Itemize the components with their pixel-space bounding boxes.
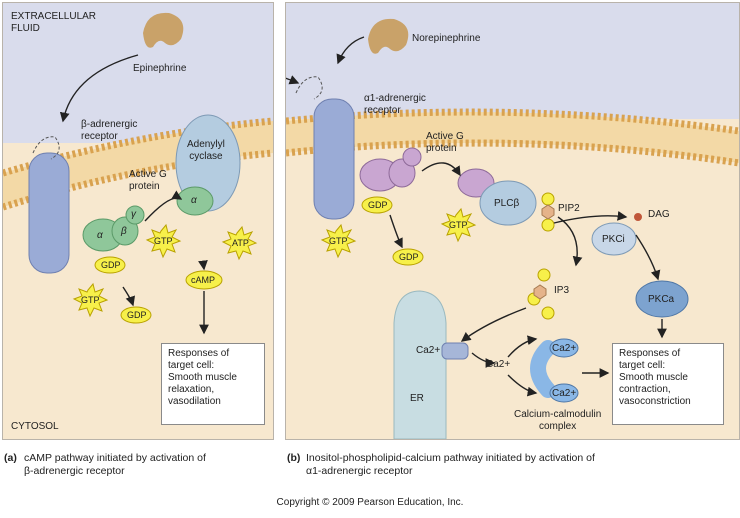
arrow-galpha-to-cyclase: [144, 190, 183, 222]
gtp-label-b1: GTP: [329, 236, 348, 246]
gdp-label-a1: GDP: [101, 260, 121, 270]
ca-label-2: Ca2+: [486, 359, 511, 370]
copyright: Copyright © 2009 Pearson Education, Inc.: [276, 497, 464, 508]
dag-label: DAG: [648, 209, 670, 220]
er-shape: [393, 290, 447, 439]
beta-receptor-shape: [28, 152, 70, 274]
pkci-label: PKCi: [602, 234, 625, 245]
caption-b: Inositol-phospholipid-calcium pathway in…: [306, 452, 595, 477]
gtp-label-a1: GTP: [81, 295, 100, 305]
g-gamma-b: [402, 147, 422, 167]
gtp-star-a1: [72, 282, 109, 318]
ca-label-4: Ca2+: [552, 388, 577, 399]
gamma-label-a: γ: [131, 209, 136, 220]
panel-b: Norepinephrine α1-adrenergic receptor Ac…: [285, 2, 740, 440]
response-box-a: Responses of target cell: Smooth muscle …: [161, 343, 265, 425]
alpha1-receptor-label: α1-adrenergic receptor: [364, 93, 426, 116]
ip3-label: IP3: [554, 285, 570, 296]
pkci-shape: [591, 222, 637, 256]
g-gamma-a: [125, 205, 145, 225]
norepinephrine-ligand: [368, 18, 409, 54]
active-g-protein-label-b: Active G protein: [426, 131, 464, 154]
alpha-active-label-a: α: [191, 195, 197, 206]
calmodulin-shape: [530, 340, 556, 398]
plc-label: PLCβ: [494, 198, 520, 209]
g-beta-b: [388, 158, 416, 188]
plc-shape: [479, 180, 537, 226]
panel-a-art: [3, 3, 273, 335]
gdp-oval-a1: [94, 256, 126, 274]
gdp-oval-b2: [392, 248, 424, 266]
gtp-star-a2: [145, 223, 182, 259]
gdp-oval-a2: [120, 306, 152, 324]
arrow-to-camp: [198, 260, 208, 271]
binding-site-outline: [32, 136, 60, 160]
atp-label: ATP: [232, 238, 249, 248]
cytosol-label: CYTOSOL: [11, 421, 59, 432]
gdp-label-a2: GDP: [127, 310, 147, 320]
norepinephrine-label: Norepinephrine: [412, 33, 481, 44]
gdp-oval-b1: [361, 196, 393, 214]
gtp-star-b2: [440, 207, 477, 243]
epinephrine-label: Epinephrine: [133, 63, 187, 74]
response-box-b: Responses of target cell: Smooth muscle …: [612, 343, 724, 425]
adenylyl-cyclase-label: Adenylyl cyclase: [187, 139, 225, 162]
gtp-label-b2: GTP: [449, 220, 468, 230]
pkca-label: PKCa: [648, 294, 675, 305]
calmodulin-label: Calcium-calmodulin complex: [514, 409, 602, 432]
caption-b-letter: (b): [287, 452, 301, 464]
alpha1-receptor-shape: [313, 98, 355, 220]
extracellular-region-a: [3, 3, 273, 143]
gdp-label-b1: GDP: [368, 200, 388, 210]
active-g-protein-label-a: Active G protein: [129, 169, 167, 192]
ca-channel: [441, 342, 469, 360]
epinephrine-ligand: [143, 12, 184, 48]
pip2-label: PIP2: [558, 203, 580, 214]
g-alpha-active-a: [176, 186, 214, 216]
er-label: ER: [410, 393, 424, 404]
caption-a: cAMP pathway initiated by activation of …: [24, 452, 206, 477]
membrane-b: [286, 112, 739, 163]
gdp-label-b2: GDP: [399, 252, 419, 262]
beta-receptor-label: β-adrenergic receptor: [81, 119, 138, 142]
extracellular-label: EXTRACELLULAR FLUID: [11, 11, 97, 34]
gtp-label-a2: GTP: [154, 236, 173, 246]
ca-label-3: Ca2+: [552, 343, 577, 354]
camp-label: cAMP: [191, 275, 216, 285]
gtp-star-b1: [320, 223, 357, 259]
arrow-gdp-release: [122, 286, 135, 307]
arrow-epi-to-receptor: [59, 54, 139, 123]
pkca-shape: [635, 280, 689, 318]
camp-oval: [185, 270, 223, 290]
atp-star: [221, 225, 258, 261]
panel-a: EXTRACELLULAR FLUID CYTOSOL Epinephrine …: [2, 2, 274, 440]
ca-label-1: Ca2+: [416, 345, 441, 356]
alpha-label-a: α: [97, 230, 103, 241]
membrane-outer-heads-a: [3, 117, 273, 177]
g-beta-a: [111, 216, 139, 246]
beta-label-a: β: [121, 226, 127, 237]
extracellular-region-b: [286, 3, 739, 119]
caption-a-letter: (a): [4, 452, 17, 464]
